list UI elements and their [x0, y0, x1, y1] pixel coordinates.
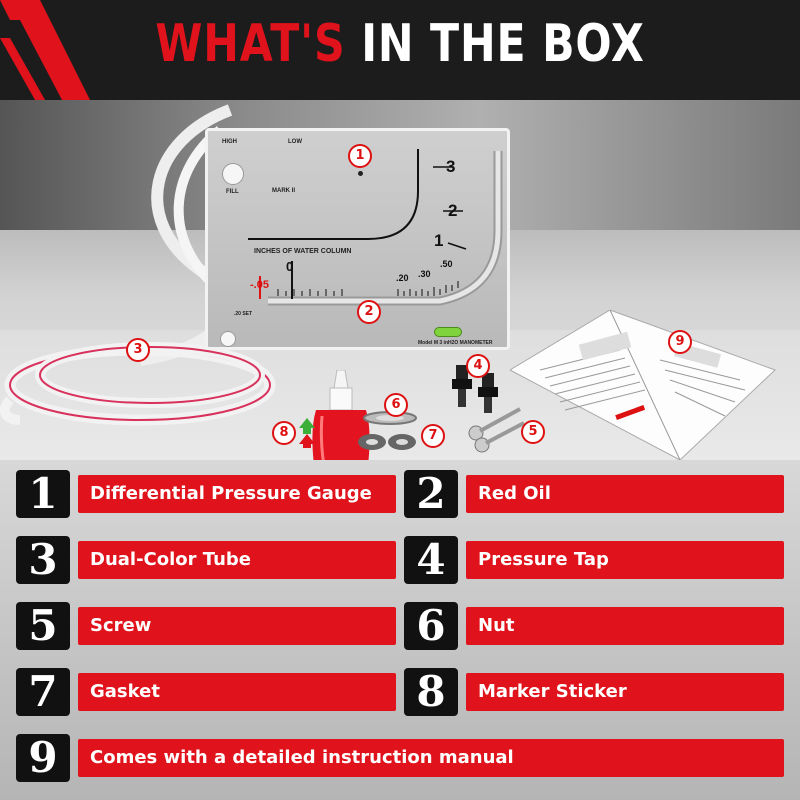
- list-item: 5 Screw: [16, 602, 396, 650]
- marker-9: 9: [668, 330, 692, 354]
- item-label: Red Oil: [466, 475, 784, 513]
- marker-1: 1: [348, 144, 372, 168]
- gauge-scale: [248, 149, 503, 306]
- gauge-model-label: Model M 3 inH2O MANOMETER: [418, 340, 493, 346]
- fill-knob: [222, 163, 244, 185]
- page-title: WHAT'S IN THE BOX: [72, 14, 728, 74]
- marker-3: 3: [126, 338, 150, 362]
- scale-mark-2: 2: [448, 201, 458, 220]
- list-item: 3 Dual-Color Tube: [16, 536, 396, 584]
- contents-list: 1 Differential Pressure Gauge 2 Red Oil …: [0, 460, 800, 800]
- list-item: 9 Comes with a detailed instruction manu…: [16, 734, 784, 782]
- scale-mark-50: .50: [440, 259, 453, 269]
- list-item: 2 Red Oil: [404, 470, 784, 518]
- zero-set-label: .20 SET: [234, 311, 253, 317]
- item-number: 5: [16, 602, 70, 650]
- gauge-scale-title: INCHES OF WATER COLUMN: [254, 248, 352, 255]
- scale-mark-30: .30: [418, 269, 431, 279]
- scale-mark-1: 1: [434, 231, 444, 250]
- marker-sticker: [299, 418, 315, 448]
- header-banner: WHAT'S IN THE BOX: [0, 0, 800, 100]
- marker-7: 7: [421, 424, 445, 448]
- item-label: Screw: [78, 607, 396, 645]
- item-number: 9: [16, 734, 70, 782]
- item-label: Pressure Tap: [466, 541, 784, 579]
- instruction-manual: [510, 310, 776, 460]
- marker-2: 2: [357, 300, 381, 324]
- pressure-tap-pair: [452, 365, 498, 413]
- marker-5: 5: [521, 420, 545, 444]
- list-item: 7 Gasket: [16, 668, 396, 716]
- marker-8: 8: [272, 421, 296, 445]
- item-label: Gasket: [78, 673, 396, 711]
- item-number: 2: [404, 470, 458, 518]
- level-bubble: [434, 327, 462, 337]
- gauge-fill-label: FILL: [226, 189, 239, 195]
- gauge-low-label: LOW: [288, 139, 302, 145]
- marker-4: 4: [466, 354, 490, 378]
- scale-mark-neg: -.05: [250, 279, 269, 291]
- item-number: 4: [404, 536, 458, 584]
- scale-mark-0: 0: [286, 259, 294, 274]
- product-photo: HIGH LOW FILL MARK II INCHES OF WATER CO…: [0, 100, 800, 460]
- item-number: 8: [404, 668, 458, 716]
- differential-pressure-gauge: HIGH LOW FILL MARK II INCHES OF WATER CO…: [205, 128, 510, 350]
- item-label: Comes with a detailed instruction manual: [78, 739, 784, 777]
- list-item: 1 Differential Pressure Gauge: [16, 470, 396, 518]
- marker-6: 6: [384, 393, 408, 417]
- gauge-vent-hole: [358, 171, 363, 176]
- list-item: 8 Marker Sticker: [404, 668, 784, 716]
- screw-pair: [468, 407, 525, 453]
- item-number: 7: [16, 668, 70, 716]
- red-oil-bottle: [312, 370, 370, 460]
- gauge-high-label: HIGH: [222, 139, 237, 145]
- gauge-mark-label: MARK II: [272, 188, 295, 194]
- list-item: 4 Pressure Tap: [404, 536, 784, 584]
- item-label: Nut: [466, 607, 784, 645]
- item-label: Marker Sticker: [466, 673, 784, 711]
- item-label: Differential Pressure Gauge: [78, 475, 396, 513]
- stripes-decoration: [0, 0, 90, 100]
- nut-and-gasket: [358, 411, 417, 450]
- title-white-part: IN THE BOX: [361, 14, 645, 74]
- zero-knob: [220, 331, 236, 347]
- item-number: 6: [404, 602, 458, 650]
- item-label: Dual-Color Tube: [78, 541, 396, 579]
- list-item: 6 Nut: [404, 602, 784, 650]
- scale-mark-20: .20: [396, 273, 409, 283]
- item-number: 3: [16, 536, 70, 584]
- item-number: 1: [16, 470, 70, 518]
- scale-mark-3: 3: [446, 157, 456, 176]
- title-red-part: WHAT'S: [155, 14, 346, 74]
